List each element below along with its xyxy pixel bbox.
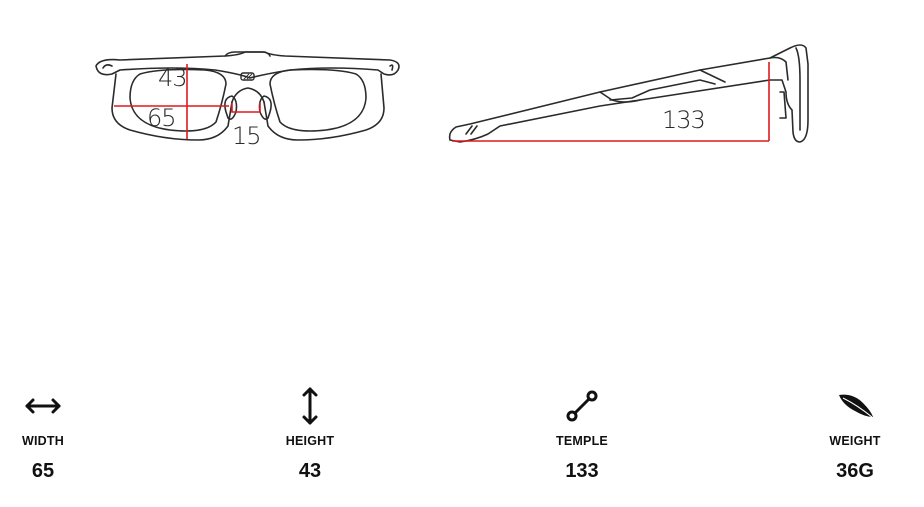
spec-temple: TEMPLE 133 (537, 388, 627, 483)
vertical-arrow-icon (265, 387, 355, 425)
spec-weight-label: WEIGHT (829, 434, 881, 448)
spec-width-label: WIDTH (22, 434, 64, 448)
spec-height-value: 43 (298, 460, 322, 482)
lens-width-dimension: 65 (147, 104, 177, 132)
temple-length-dimension: 133 (662, 106, 706, 134)
spec-height: HEIGHT 43 (265, 387, 355, 483)
front-view-drawing (95, 51, 400, 141)
spec-weight-value: 36G (836, 460, 874, 482)
feather-icon (810, 388, 900, 424)
horizontal-arrow-icon (0, 388, 88, 424)
glasses-dimension-diagram: 43 65 15 133 (0, 0, 924, 200)
spec-weight: WEIGHT 36G (810, 388, 900, 483)
bridge-dimension: 15 (232, 122, 262, 150)
lens-height-dimension: 43 (158, 64, 188, 92)
spec-height-label: HEIGHT (285, 434, 335, 448)
spec-width-value: 65 (31, 460, 55, 482)
spec-temple-value: 133 (565, 460, 599, 482)
spec-temple-label: TEMPLE (556, 434, 608, 448)
spec-width: WIDTH 65 (0, 388, 88, 483)
temple-link-icon (537, 388, 627, 424)
